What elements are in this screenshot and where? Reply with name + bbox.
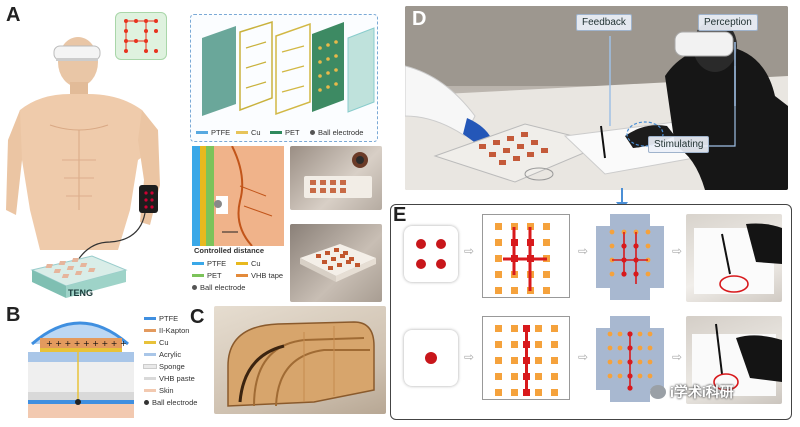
perception-label: Perception [698,14,758,31]
legend-a-ball-electrode: Ball electrode [310,128,363,137]
e-row2-arrow-3: ⇨ [672,350,683,364]
bubble-pattern-grid [124,19,158,53]
legend-a2-pet: PET [192,271,222,280]
stimulating-label: Stimulating [648,136,710,153]
legend-b-kapton: II-Kapton [144,326,189,335]
legend-b-ptfe: PTFE [144,314,178,323]
panel-label-d: D [412,8,427,30]
experiment-photo [405,6,788,190]
flexible-device-photo [214,306,386,414]
panel-label-c: C [190,306,205,328]
legend-a-ptfe: PTFE [196,128,230,137]
legend-b-ball-electrode: Ball electrode [144,398,197,407]
e-row1-arrow-3: ⇨ [672,244,683,258]
legend-a2-cu: Cu [236,259,261,268]
device-map-four [594,212,666,302]
panel-label-a: A [6,4,21,26]
panel-label-b: B [6,304,21,326]
watermark-text: i学术i科研 [670,384,734,400]
svg-text:+ + + + + + + + +: + + + + + + + + + [46,339,127,348]
feedback-label: Feedback [576,14,632,31]
cross-section-diagram [192,146,284,246]
legend-b-vhb-paste: VHB paste [144,374,195,383]
dice-one-card [404,330,458,386]
e-row2-arrow-1: ⇨ [464,350,475,364]
panel-label-e: E [393,204,407,226]
device-photo-bottom [290,224,382,302]
legend-a2-vhb-tape: VHB tape [236,271,283,280]
pattern-grid-four [482,214,570,298]
device-map-one [594,314,666,404]
legend-a2-ptfe: PTFE [192,259,226,268]
legend-b-cu: Cu [144,338,169,347]
legend-a2-ball-electrode: Ball electrode [192,283,245,292]
teng-label: TENG [68,288,94,298]
controlled-distance-label: Controlled distance [194,246,265,255]
legend-b-skin: Skin [144,386,174,395]
e-row1-arrow-2: ⇨ [578,244,589,258]
watermark: i学术i科研 [650,382,734,402]
pattern-grid-one [482,316,570,400]
drawing-result-photo-1 [686,214,782,302]
e-row2-arrow-2: ⇨ [578,350,589,364]
e-row1-arrow-1: ⇨ [464,244,475,258]
exploded-layers-diagram [202,20,375,116]
legend-b-sponge: Sponge [143,362,185,371]
watermark-logo-icon [650,385,666,399]
drawing-result-photo-2 [686,316,782,404]
teng-device-illustration [30,255,128,298]
legend-a-pet: PET [270,128,300,137]
device-photo-top [290,146,382,210]
vr-pattern-bubble [115,12,167,60]
legend-a-cu: Cu [236,128,261,137]
layer-structure-diagram: + + + + + + + + + [28,321,134,418]
human-figure-illustration [6,37,160,260]
dice-four-card [404,226,458,282]
legend-b-acrylic: Acrylic [144,350,181,359]
